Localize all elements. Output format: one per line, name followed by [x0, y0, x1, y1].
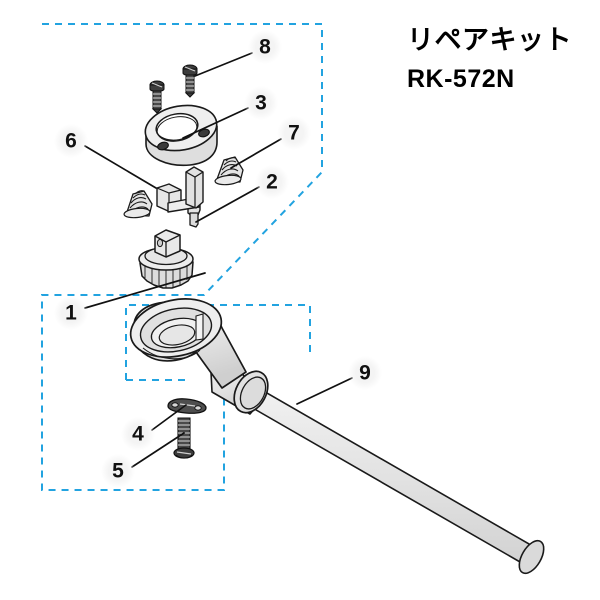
leader-line-5: [131, 432, 185, 468]
callout-badge-9[interactable]: 9: [348, 356, 382, 390]
callout-label-6: 6: [65, 130, 77, 153]
leader-line-6: [84, 145, 157, 189]
callout-label-4: 4: [132, 423, 144, 446]
callout-badge-3[interactable]: 3: [244, 86, 278, 120]
title-block: リペアキット RK-572N: [407, 24, 572, 95]
callout-badge-8[interactable]: 8: [248, 30, 282, 64]
part-ratchet-head-body: [129, 298, 269, 415]
callout-leader-lines: [84, 52, 353, 468]
part-coil-spring-right: [214, 156, 244, 186]
callout-badge-2[interactable]: 2: [255, 165, 289, 199]
callout-badges: 1 2 3 4 5 6 7: [54, 30, 382, 488]
kit-name-japanese: リペアキット: [407, 25, 572, 55]
callout-label-2: 2: [266, 171, 278, 194]
leader-line-9: [296, 377, 353, 405]
callout-label-5: 5: [112, 460, 124, 483]
leader-line-2: [195, 186, 260, 223]
part-cover-ring: [144, 104, 218, 167]
part-cover-screw-left: [149, 80, 165, 114]
part-ratchet-gear: [138, 229, 194, 289]
part-pawl-lever: [156, 166, 204, 213]
callout-label-3: 3: [255, 92, 267, 115]
leader-line-4: [151, 404, 187, 431]
leader-line-7: [230, 138, 282, 169]
callout-badge-1[interactable]: 1: [54, 296, 88, 330]
callout-label-8: 8: [259, 36, 271, 59]
dashed-group-internal-parts: [41, 23, 323, 491]
callout-label-9: 9: [359, 362, 371, 385]
part-cover-screw-right: [182, 64, 198, 98]
leader-line-1: [84, 272, 206, 309]
dashed-group-ratchet-head: [125, 304, 311, 381]
kit-model-code: RK-572N: [407, 64, 515, 93]
leader-line-3: [182, 107, 249, 139]
part-coil-spring-left: [123, 190, 153, 219]
callout-badge-6[interactable]: 6: [54, 124, 88, 158]
part-handle-bar: [243, 384, 545, 575]
leader-line-8: [194, 52, 253, 77]
callout-label-7: 7: [288, 122, 300, 145]
callout-badge-5[interactable]: 5: [101, 454, 135, 488]
part-retainer-clip: [167, 398, 207, 414]
callout-badge-7[interactable]: 7: [277, 116, 311, 150]
callout-badge-4[interactable]: 4: [121, 417, 155, 451]
callout-label-1: 1: [65, 302, 77, 325]
